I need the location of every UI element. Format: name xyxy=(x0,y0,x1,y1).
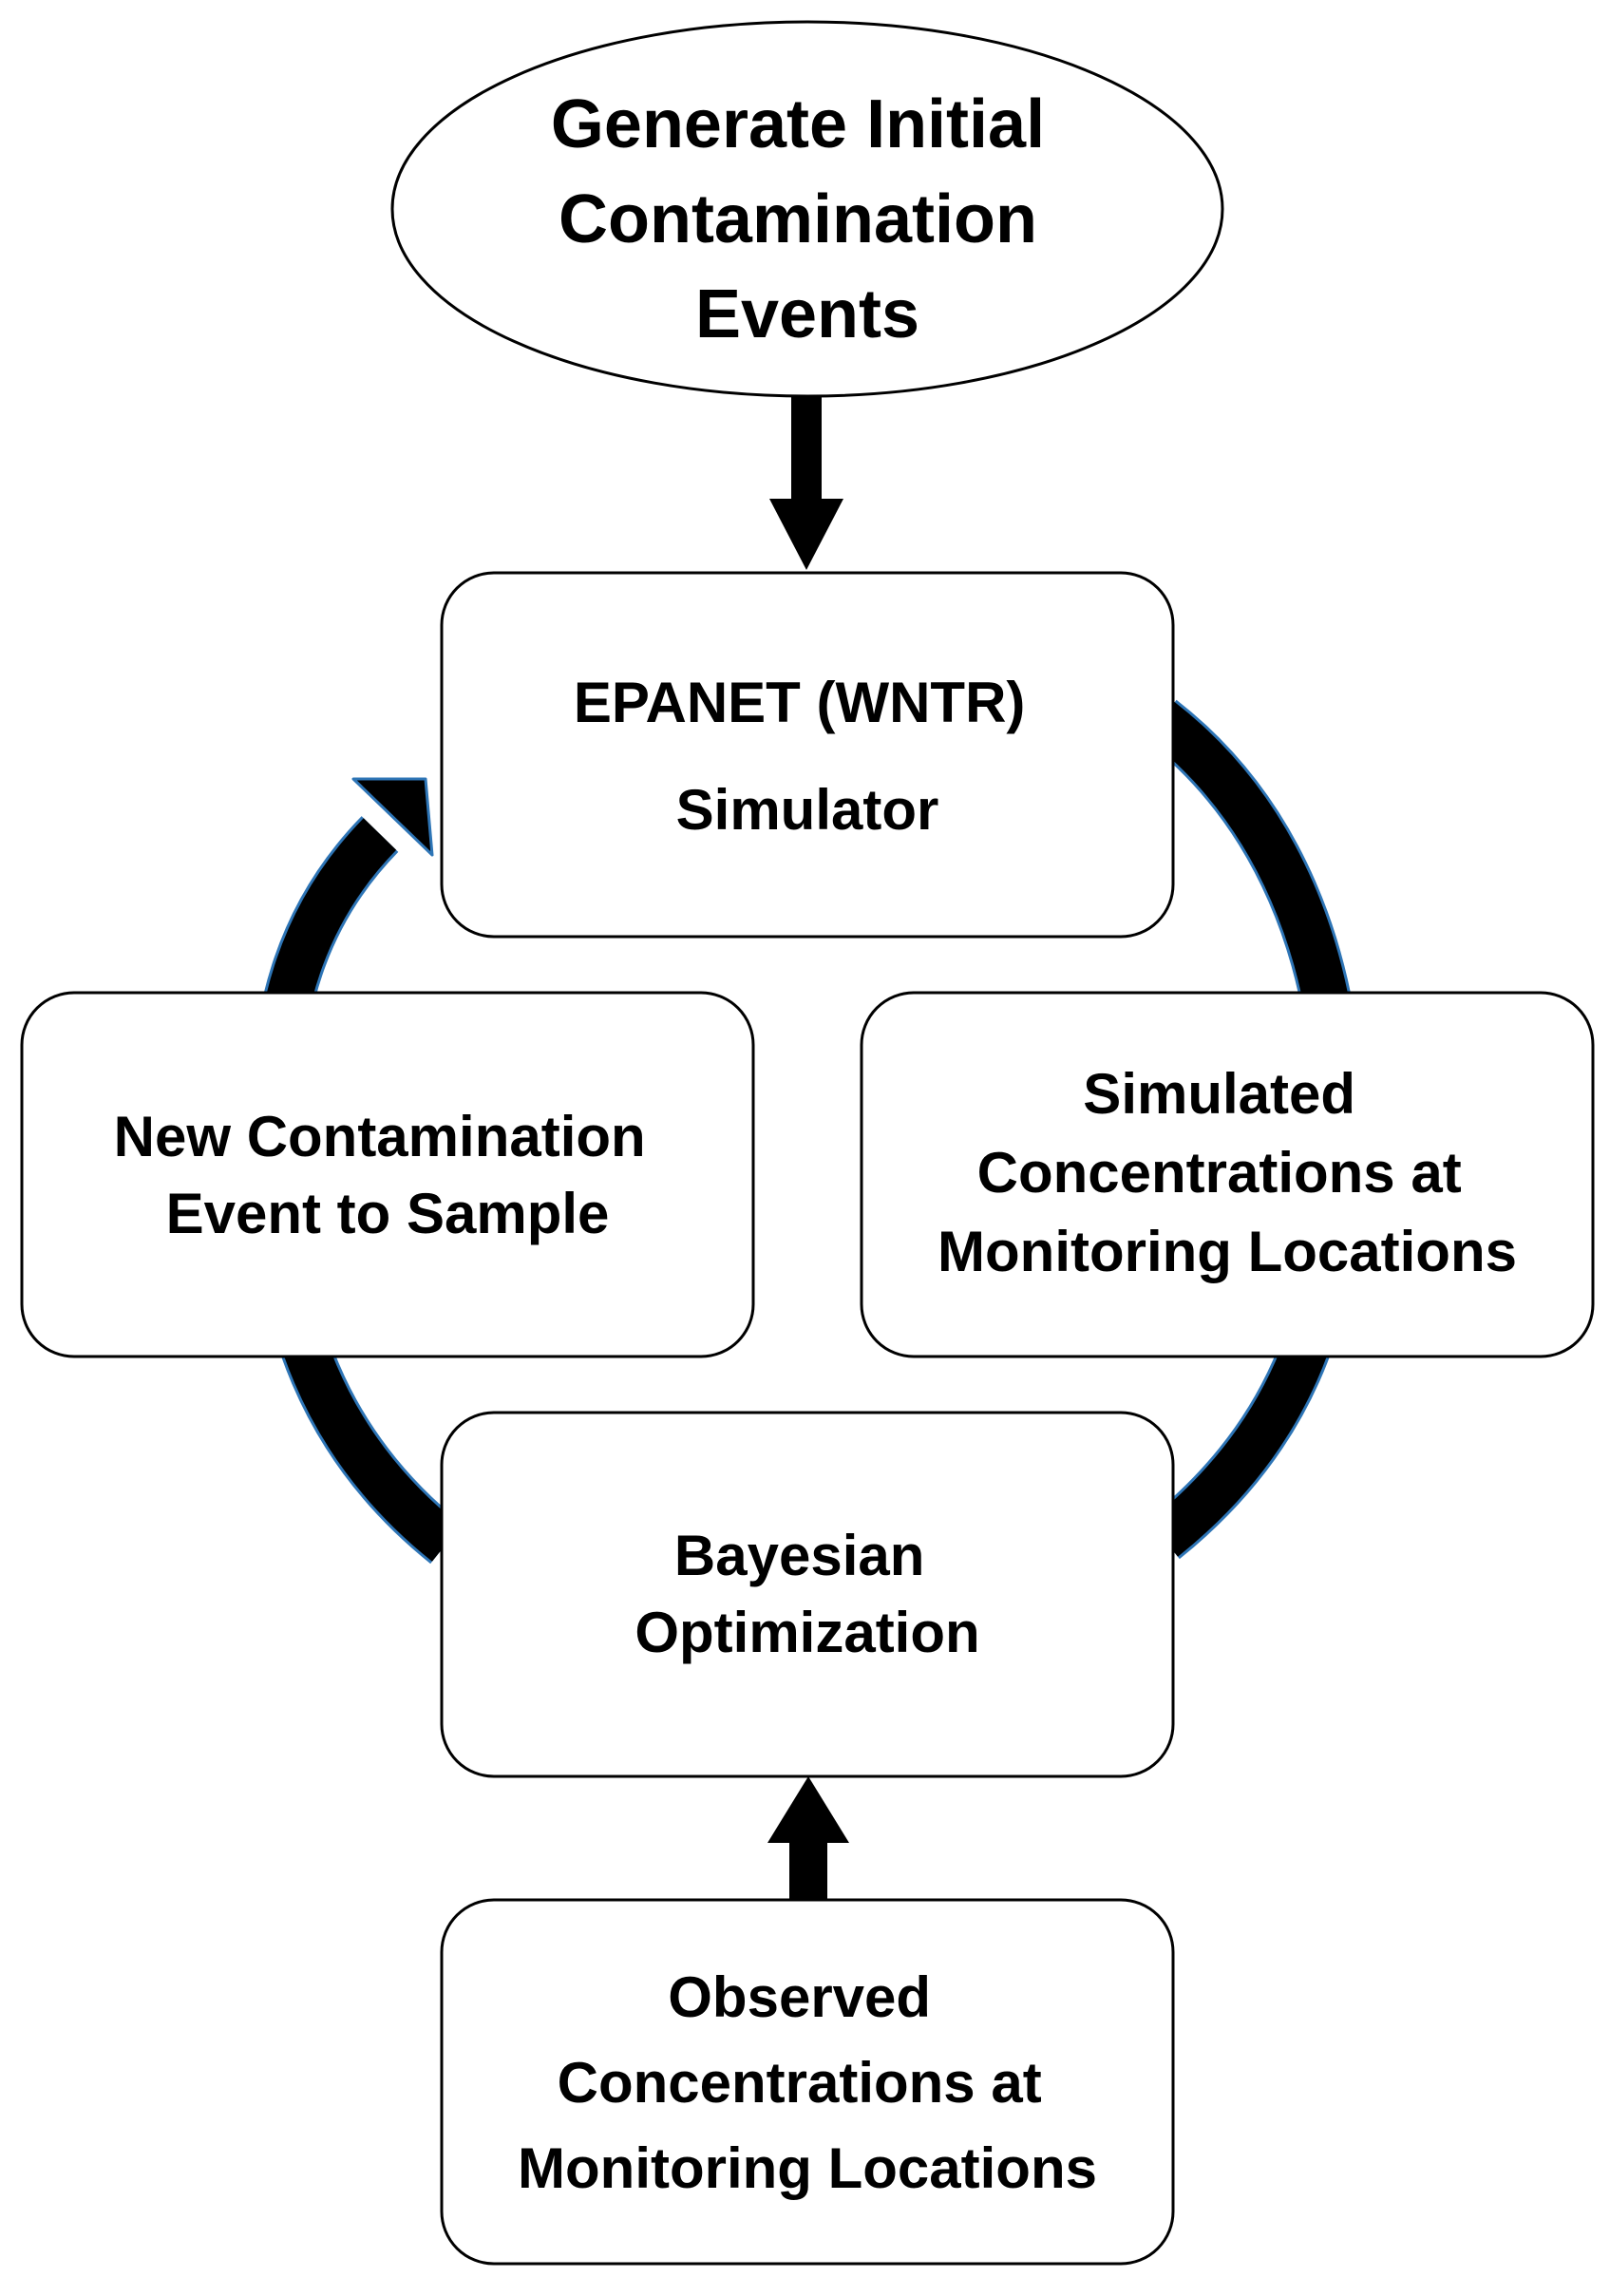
svg-text:Bayesian Optimization: Bayesian Optimization xyxy=(635,1524,979,1664)
observed-node-line-2: Concentrations at xyxy=(558,2051,1042,2115)
simulated-node-line-1: Simulated xyxy=(1083,1062,1355,1126)
observed-node: Observed Concentrations at Monitoring Lo… xyxy=(440,1898,1175,2266)
cycle-arrowhead-left xyxy=(351,777,434,857)
arrow-start-to-simulator-shaft xyxy=(791,397,822,503)
simulated-node: Simulated Concentrations at Monitoring L… xyxy=(860,991,1595,1358)
svg-text:EPANET (WNTR) Simulator: EPANET (WNTR) Simulator xyxy=(574,671,1041,842)
bayesian-node-line-1: Bayesian xyxy=(674,1524,925,1587)
simulator-node: EPANET (WNTR) Simulator xyxy=(440,571,1175,939)
new-event-node-line-2: Event to Sample xyxy=(166,1182,610,1245)
svg-text:Observed Concentrations: Observed Concentrations at Monitoring Lo… xyxy=(518,1965,1097,2200)
bayesian-node: Bayesian Optimization xyxy=(440,1411,1175,1778)
simulated-node-line-3: Monitoring Locations xyxy=(938,1220,1517,1283)
start-node: Generate Initial Contamination Events xyxy=(390,20,1224,398)
start-node-line-1: Generate Initial xyxy=(551,86,1045,162)
arrow-start-to-simulator-head xyxy=(769,499,843,570)
arrow-observed-to-bayesian-head xyxy=(767,1776,849,1843)
start-node-line-3: Events xyxy=(695,276,919,352)
observed-node-line-1: Observed xyxy=(668,1965,931,2029)
bayesian-node-line-2: Optimization xyxy=(635,1601,979,1664)
new-event-node-line-1: New Contamination xyxy=(114,1105,646,1168)
simulator-node-line-1: EPANET (WNTR) xyxy=(574,671,1026,734)
observed-node-line-3: Monitoring Locations xyxy=(518,2136,1097,2200)
svg-text:New Contamination Event: New Contamination Event to Sample xyxy=(114,1105,662,1245)
arrow-observed-to-bayesian-shaft xyxy=(789,1835,827,1900)
simulator-node-line-2: Simulator xyxy=(676,778,939,842)
svg-text:Simulated Concentrations: Simulated Concentrations at Monitoring L… xyxy=(938,1062,1517,1283)
svg-text:Generate Initial Contami: Generate Initial Contamination Events xyxy=(551,86,1064,352)
start-node-line-2: Contamination xyxy=(559,181,1037,257)
straight-arrows xyxy=(767,397,849,1900)
new-event-node: New Contamination Event to Sample xyxy=(20,991,755,1358)
simulated-node-line-2: Concentrations at xyxy=(977,1141,1462,1205)
